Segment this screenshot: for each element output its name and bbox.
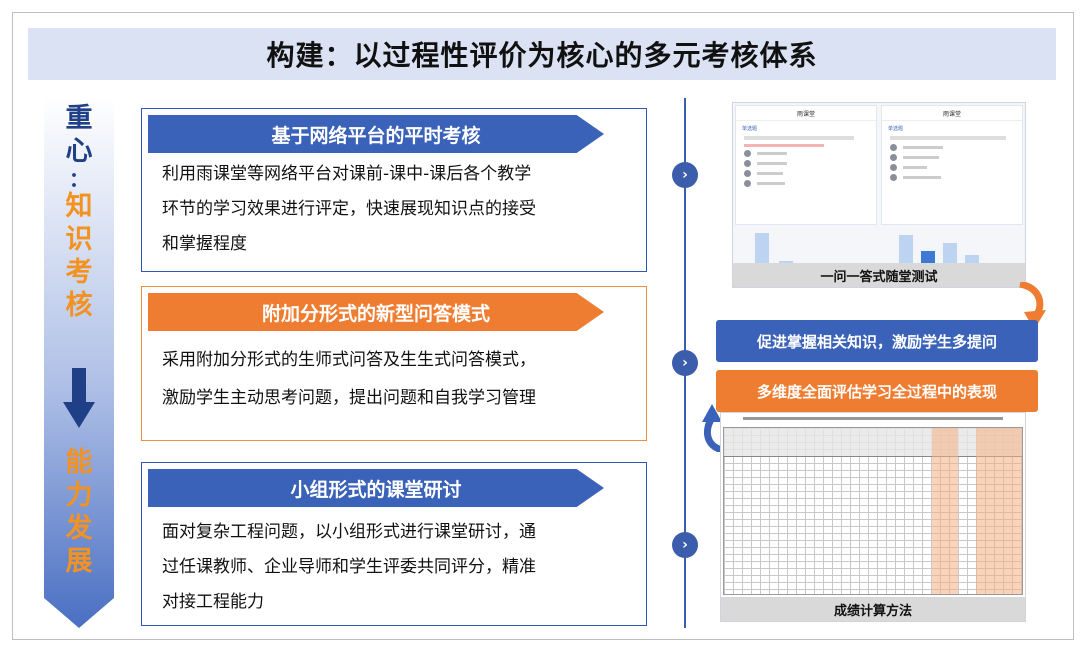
down-arrow-icon xyxy=(63,368,95,428)
page-title: 构建：以过程性评价为核心的多元考核体系 xyxy=(266,39,818,72)
phone-app-title: 雨课堂 xyxy=(882,106,1022,121)
quiz-option xyxy=(890,154,1014,161)
side-char: 核 xyxy=(65,290,93,321)
side-char: 展 xyxy=(65,546,93,577)
card-line: 对接工程能力 xyxy=(162,592,264,612)
quiz-screenshot-panel: 雨课堂 单选题 雨课堂 单选题 一问一答式随堂测试 xyxy=(732,102,1026,288)
side-char: 发 xyxy=(65,513,93,544)
side-char: 知 xyxy=(65,191,93,222)
chevron-right-icon: › xyxy=(672,532,698,558)
side-char: ： xyxy=(69,167,89,191)
card-line: 面对复杂工程问题，以小组形式进行课堂研讨，通 xyxy=(162,522,536,542)
card-line: 利用雨课堂等网络平台对课前-课中-课后各个教学 xyxy=(162,164,532,184)
side-char: 重 xyxy=(65,103,93,134)
side-char: 识 xyxy=(65,224,93,255)
curved-arrow-icon xyxy=(702,404,724,452)
side-char: 心 xyxy=(65,136,93,167)
slide-frame xyxy=(12,12,1074,640)
card-heading: 基于网络平台的平时考核 xyxy=(148,115,604,153)
panel-caption: 一问一答式随堂测试 xyxy=(733,263,1025,287)
phone-screen: 雨课堂 单选题 xyxy=(735,105,877,225)
chevron-right-icon: › xyxy=(672,350,698,376)
table-header xyxy=(724,428,1022,457)
phone-screen: 雨课堂 单选题 xyxy=(881,105,1023,225)
card-line: 环节的学习效果进行评定，快速展现知识点的接受 xyxy=(162,199,536,219)
banner-promote-learning: 促进掌握相关知识，激励学生多提问 xyxy=(716,320,1038,362)
grading-table-panel: 成绩计算方法 xyxy=(720,412,1026,622)
card-heading: 附加分形式的新型问答模式 xyxy=(148,293,604,331)
quiz-option xyxy=(890,174,1014,181)
side-char: 力 xyxy=(65,480,93,511)
side-label-bottom: 能 力 发 展 xyxy=(50,446,108,578)
phone-question-tag: 单选题 xyxy=(742,126,758,132)
chevron-right-icon: › xyxy=(672,162,698,188)
grading-table xyxy=(723,427,1023,595)
banner-multi-evaluation: 多维度全面评估学习全过程中的表现 xyxy=(716,370,1038,412)
card-line: 和掌握程度 xyxy=(162,234,247,254)
side-down-arrow xyxy=(44,96,114,628)
card-line: 采用附加分形式的生师式问答及生生式问答模式， xyxy=(162,350,536,370)
phone-app-title: 雨课堂 xyxy=(736,106,876,121)
card-text: 采用附加分形式的生师式问答及生生式问答模式， 激励学生主动思考问题，提出问题和自… xyxy=(162,341,632,417)
quiz-option xyxy=(890,164,1014,171)
card-text: 利用雨课堂等网络平台对课前-课中-课后各个教学 环节的学习效果进行评定，快速展现… xyxy=(162,157,632,262)
side-char: 考 xyxy=(65,257,93,288)
quiz-option xyxy=(744,180,868,187)
side-label: 重 心 ： 知 识 考 核 xyxy=(50,102,108,322)
card-line: 过任课教师、企业导师和学生评委共同评分，精准 xyxy=(162,557,536,577)
panel-caption: 成绩计算方法 xyxy=(721,597,1025,621)
card-line: 激励学生主动思考问题，提出问题和自我学习管理 xyxy=(162,388,536,408)
card-heading: 小组形式的课堂研讨 xyxy=(148,469,604,507)
quiz-option xyxy=(890,144,1014,151)
title-bar: 构建：以过程性评价为核心的多元考核体系 xyxy=(28,28,1056,80)
card-text: 面对复杂工程问题，以小组形式进行课堂研讨，通 过任课教师、企业导师和学生评委共同… xyxy=(162,515,632,620)
side-char: 能 xyxy=(65,447,93,478)
card-group-discussion: 小组形式的课堂研讨 面对复杂工程问题，以小组形式进行课堂研讨，通 过任课教师、企… xyxy=(141,462,647,626)
card-bonus-qa: 附加分形式的新型问答模式 采用附加分形式的生师式问答及生生式问答模式， 激励学生… xyxy=(141,286,647,441)
phone-question-tag: 单选题 xyxy=(888,126,904,132)
card-network-assessment: 基于网络平台的平时考核 利用雨课堂等网络平台对课前-课中-课后各个教学 环节的学… xyxy=(141,108,647,272)
table-title-strip xyxy=(721,413,1025,423)
quiz-option xyxy=(744,160,868,167)
quiz-option xyxy=(744,170,868,177)
quiz-option xyxy=(744,150,868,157)
